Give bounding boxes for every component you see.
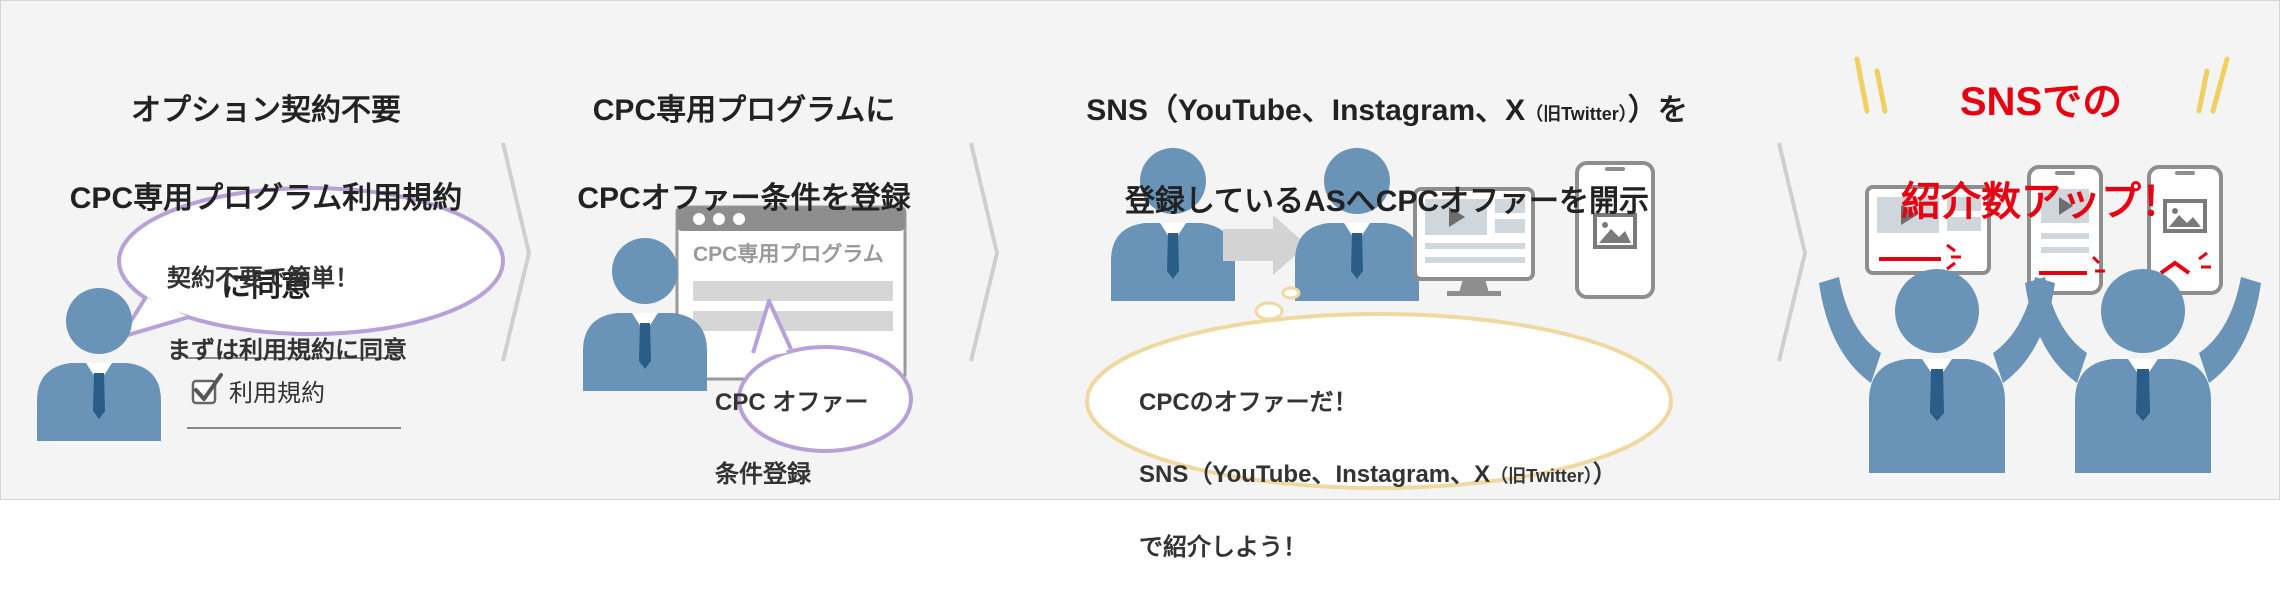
step3-bubble-line-2: SNS（YouTube、Instagram、X（旧Twitter）） (1139, 457, 1659, 494)
step2-bubble-text: CPC オファー 条件登録 (715, 349, 925, 529)
step3-heading-text: SNS（YouTube、Instagram、X (1086, 94, 1526, 127)
step1-heading-line: CPC専用プログラム利用規約 (69, 182, 463, 215)
step2-heading: CPC専用プログラムに CPCオファー条件を登録 (549, 45, 939, 265)
step3-bubble-line-3: で紹介しよう！ (1139, 534, 1307, 561)
step2-bubble-line: CPC オファー (715, 389, 869, 416)
window-title: CPC専用プログラム (693, 243, 884, 266)
right-arrow-icon (1223, 215, 1307, 275)
form-field-1 (693, 281, 893, 301)
cheering-person-right (2025, 269, 2261, 473)
step1-heading-line: オプション契約不要 (131, 94, 401, 127)
step1-heading-line: に同意 (221, 270, 311, 303)
step3-heading-note: （旧Twitter） (1525, 104, 1628, 124)
terms-checkbox-label[interactable]: 利用規約 (229, 380, 325, 407)
step1-bubble-text: 契約不要で簡単！ まずは利用規約に同意 (167, 225, 467, 405)
step3-heading: SNS（YouTube、Instagram、X（旧Twitter））を 登録して… (1017, 45, 1757, 268)
step3-heading-text: ）を (1627, 94, 1688, 127)
step2-heading-line: CPCオファー条件を登録 (577, 182, 911, 215)
flow-diagram: オプション契約不要 CPC専用プログラム利用規約 に同意 契約不要で簡単！ まず… (0, 0, 2280, 561)
speech-bubble-step3 (1085, 312, 1673, 490)
thought-dot-large (1254, 301, 1284, 321)
step3-bubble-text-part: SNS（YouTube、Instagram、X (1139, 461, 1491, 488)
monitor-icon-step4 (1865, 185, 1991, 287)
step4-headline-line: SNSでの (1959, 80, 2123, 124)
cheering-person-left (1819, 269, 2055, 473)
step3-bubble-line-1: CPCのオファーだ！ (1139, 389, 1358, 416)
step1-bubble-line: まずは利用規約に同意 (167, 337, 407, 364)
step1-bubble-line: 契約不要で簡単！ (167, 265, 359, 292)
speech-bubble-step2 (737, 345, 913, 453)
step4-headline: SNSでの 紹介数アップ！ (1881, 27, 2201, 277)
chevron-arrow-3 (1777, 142, 1808, 362)
step3-heading-line-1: SNS（YouTube、Instagram、X（旧Twitter））を (1017, 89, 1757, 136)
highlight-lines-right (2196, 56, 2230, 114)
smartphone-icon-step4-video (2027, 165, 2105, 295)
diagram-art (37, 56, 2261, 490)
step3-bubble-text: CPCのオファーだ！ SNS（YouTube、Instagram、X（旧Twit… (1139, 349, 1659, 602)
speech-bubble-step1 (117, 186, 505, 336)
chevron-arrow-2 (969, 142, 1000, 362)
step2-heading-line: CPC専用プログラムに (592, 94, 896, 127)
step4-headline-line: 紹介数アップ！ (1901, 180, 2181, 224)
chevron-arrow-1 (501, 142, 532, 362)
step2-bubble-line: 条件登録 (715, 461, 811, 488)
step3-bubble-text-part: ） (1592, 461, 1617, 488)
step3-heading-line-2: 登録しているASへCPCオファーを開示 (1124, 185, 1650, 218)
smartphone-icon-step4-image (2147, 165, 2223, 295)
monitor-icon-step3 (1413, 187, 1535, 296)
form-field-2 (693, 311, 893, 331)
step3-bubble-note: （旧Twitter） (1490, 466, 1593, 486)
smartphone-icon-step3 (1575, 161, 1655, 299)
thought-dot-small (1281, 286, 1301, 300)
checkbox-icon (191, 379, 217, 405)
highlight-lines-left (1854, 56, 1888, 114)
step1-heading: オプション契約不要 CPC専用プログラム利用規約 に同意 (41, 45, 491, 353)
